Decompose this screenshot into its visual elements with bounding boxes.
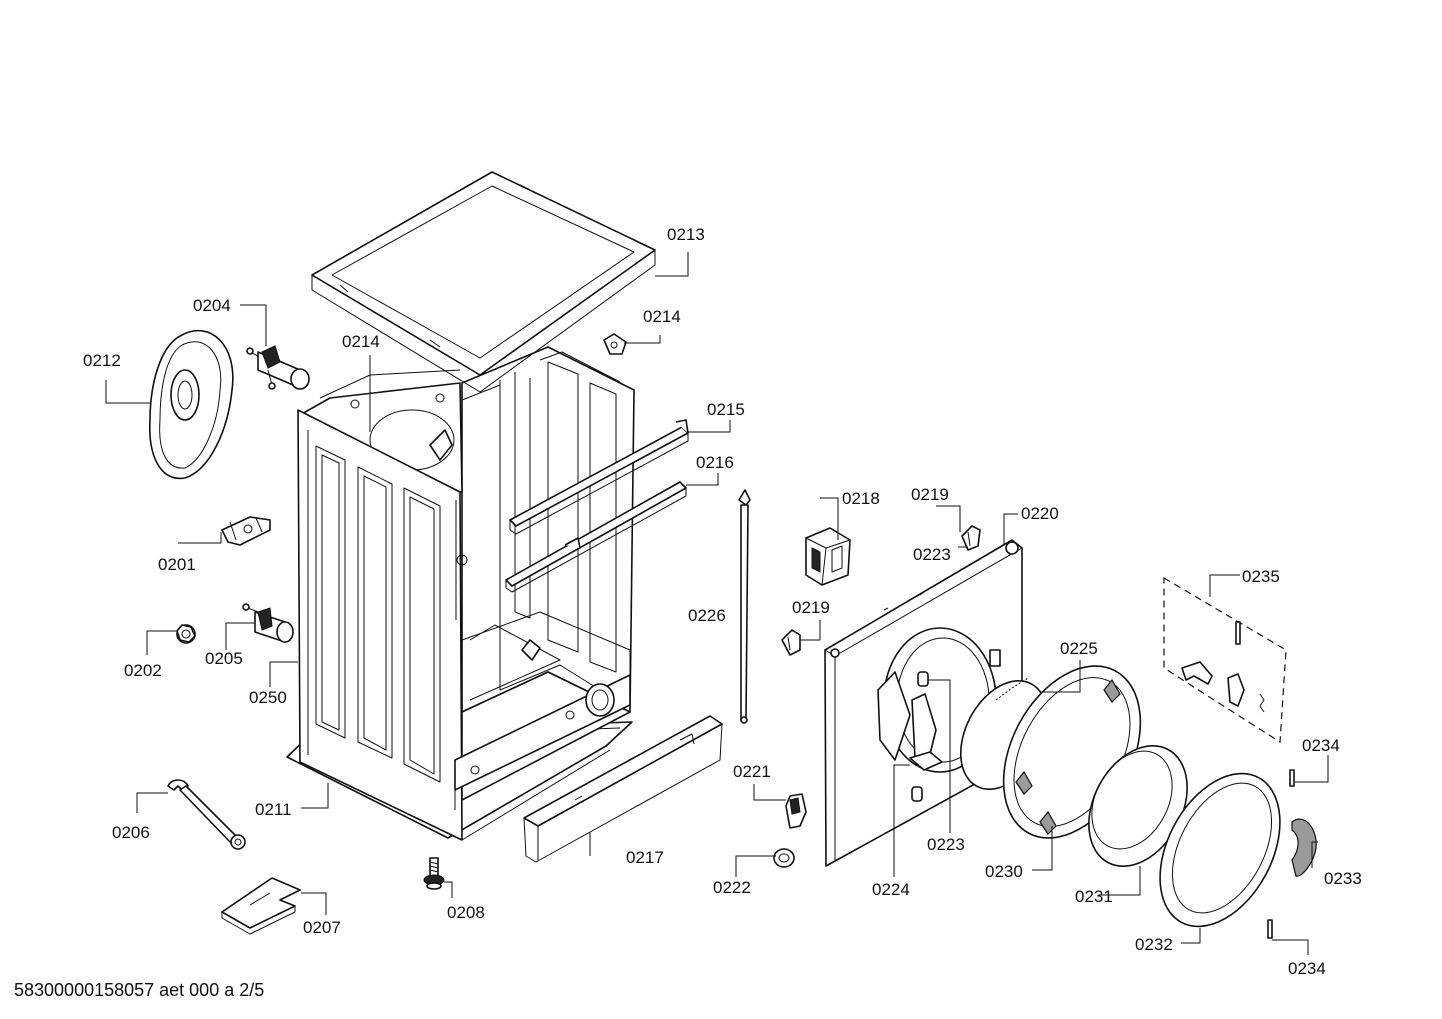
part-label-0217: 0217 <box>626 848 664 867</box>
part-0201-drawing <box>221 516 271 546</box>
part-0226-drawing <box>738 489 751 724</box>
part-label-0234-top: 0234 <box>1302 736 1340 755</box>
part-label-0215: 0215 <box>707 400 745 419</box>
part-0208-drawing <box>423 857 445 890</box>
part-label-0205: 0205 <box>205 649 243 668</box>
part-label-0233: 0233 <box>1324 869 1362 888</box>
part-label-0230: 0230 <box>985 862 1023 881</box>
part-0206-drawing <box>167 779 246 850</box>
part-label-0206: 0206 <box>112 823 150 842</box>
part-label-0214-left: 0214 <box>342 332 380 351</box>
part-label-0211: 0211 <box>255 800 292 819</box>
part-0207-drawing <box>221 877 301 935</box>
part-label-0218: 0218 <box>842 489 880 508</box>
part-0219-top-drawing <box>961 525 981 551</box>
part-label-0224: 0224 <box>872 880 910 899</box>
part-label-0207: 0207 <box>303 918 341 937</box>
part-label-0232: 0232 <box>1135 935 1173 954</box>
part-label-0204: 0204 <box>193 296 231 315</box>
drawing-reference-footer: 58300000158057 aet 000 a 2/5 <box>14 980 265 1000</box>
rear-cover-drawing <box>149 329 234 480</box>
part-0233-drawing <box>1291 818 1317 877</box>
part-label-0222: 0222 <box>713 878 751 897</box>
door-outer-ring-drawing <box>1159 772 1281 928</box>
door-glass-bowl-drawing <box>1088 745 1188 867</box>
part-0221-drawing <box>785 793 807 829</box>
part-label-0223-top: 0223 <box>913 545 951 564</box>
parts-0223-0224-drawing <box>909 671 943 802</box>
cabinet-drawing <box>286 346 635 841</box>
part-labels: 0213 0214 0214 0204 0212 0215 0216 0201 … <box>83 225 1362 978</box>
part-label-0219-bottom: 0219 <box>792 598 830 617</box>
part-label-0226: 0226 <box>688 606 726 625</box>
part-label-0208: 0208 <box>447 903 485 922</box>
part-label-0223-bottom: 0223 <box>927 835 965 854</box>
part-label-0219-top: 0219 <box>911 485 949 504</box>
part-label-0231: 0231 <box>1075 887 1113 906</box>
part-0214-clip-drawing <box>603 333 627 355</box>
part-label-0212: 0212 <box>83 351 121 370</box>
part-0235-kit-drawing <box>1163 576 1287 744</box>
part-label-0214-right: 0214 <box>643 307 681 326</box>
top-lid-drawing <box>311 171 656 393</box>
part-label-0221: 0221 <box>733 762 771 781</box>
part-label-0202: 0202 <box>124 661 162 680</box>
part-0234-pins-drawing <box>1267 769 1295 939</box>
part-label-0201: 0201 <box>158 555 196 574</box>
part-0205-drawing <box>242 603 294 643</box>
part-label-0220: 0220 <box>1021 504 1059 523</box>
part-0217-drawing <box>523 715 723 863</box>
part-0218-drawing <box>805 527 851 586</box>
part-label-0225: 0225 <box>1060 639 1098 658</box>
part-0202-drawing <box>176 624 196 644</box>
rails-drawing <box>505 419 689 593</box>
leader-lines <box>105 252 1329 955</box>
part-0222-drawing <box>773 848 795 868</box>
part-label-0235: 0235 <box>1242 567 1280 586</box>
part-label-0216: 0216 <box>696 453 734 472</box>
part-label-0234-bottom: 0234 <box>1288 959 1326 978</box>
part-label-0250: 0250 <box>249 688 287 707</box>
part-0204-drawing <box>246 345 310 390</box>
part-0219-bottom-drawing <box>781 629 801 656</box>
part-label-0213: 0213 <box>667 225 705 244</box>
